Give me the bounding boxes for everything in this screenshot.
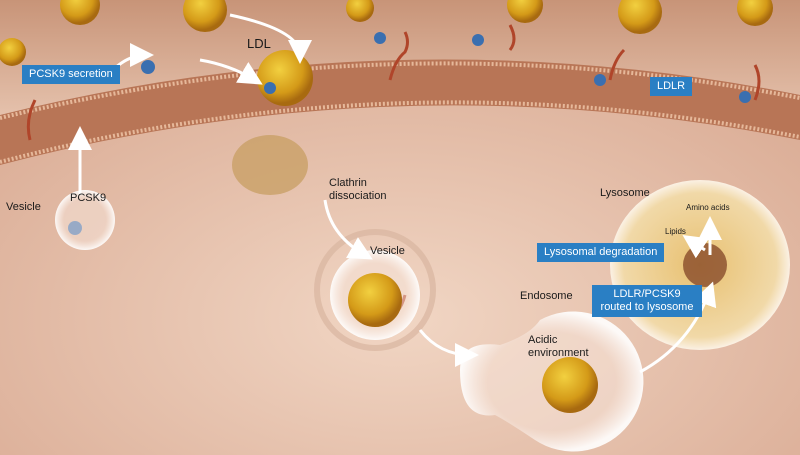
label-lipids: Lipids [665, 227, 686, 236]
label-ldl: LDL [247, 36, 271, 51]
label-amino-acids: Amino acids [686, 203, 730, 212]
box-pcsk9-secretion: PCSK9 secretion [22, 65, 120, 84]
box-routed-to-lysosome: LDLR/PCSK9 routed to lysosome [592, 285, 702, 317]
label-vesicle-left: Vesicle [6, 201, 41, 213]
label-acidic-environment: Acidic environment [528, 334, 589, 359]
label-vesicle-center: Vesicle [370, 245, 405, 257]
label-lysosome: Lysosome [600, 187, 650, 199]
vesicle-left [55, 190, 115, 250]
box-lysosomal-degradation: Lysosomal degradation [537, 243, 665, 262]
label-pcsk9: PCSK9 [70, 192, 107, 204]
box-ldlr: LDLR [650, 77, 693, 96]
label-clathrin-dissociation: Clathrin dissociation [329, 177, 387, 202]
label-endosome: Endosome [520, 290, 573, 302]
